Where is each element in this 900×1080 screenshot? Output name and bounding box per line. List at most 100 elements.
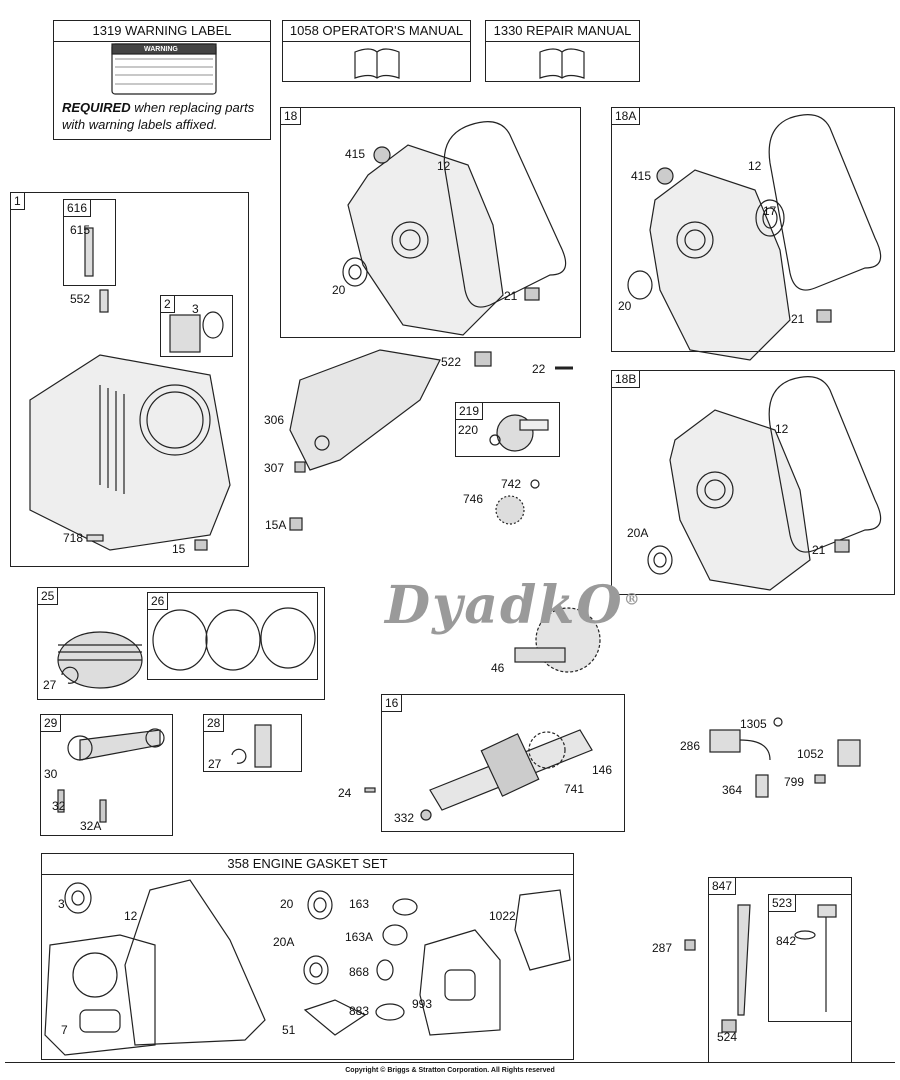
callout: 552 [70, 292, 91, 306]
group-box: 1 [10, 192, 249, 567]
group-label: 2 [161, 296, 175, 313]
callout: 15A [265, 518, 287, 532]
small-parts [289, 351, 601, 673]
callout: 3 [58, 897, 65, 911]
callout: 20 [618, 299, 632, 313]
required-bold: REQUIRED [62, 100, 131, 115]
callout: 746 [463, 492, 484, 506]
kit-title: 1330 REPAIR MANUAL [486, 21, 639, 42]
crankcase-cover-18 [342, 121, 567, 336]
callout: 415 [631, 169, 652, 183]
group-label: 25 [38, 588, 59, 605]
connecting-rod [57, 728, 165, 823]
callout: 27 [43, 678, 57, 692]
callout: 522 [441, 355, 462, 369]
callout: 24 [338, 786, 352, 800]
callout: 21 [504, 289, 518, 303]
callout: 163A [345, 930, 374, 944]
crankcase-cover-18a [627, 114, 882, 361]
callout: 993 [412, 997, 433, 1011]
callout: 12 [748, 159, 762, 173]
gasket-set-kit: 358 ENGINE GASKET SET [41, 853, 574, 1060]
group-box: 18A [611, 107, 895, 352]
group-box: 616 [63, 199, 116, 286]
callout: 7 [61, 1023, 68, 1037]
callout: 12 [775, 422, 789, 436]
callout: 21 [791, 312, 805, 326]
callout: 15 [172, 542, 186, 556]
group-box: 523 [768, 894, 852, 1022]
group-label: 18A [612, 108, 641, 125]
callout: 1305 [740, 717, 767, 731]
callout: 22 [532, 362, 546, 376]
callout: 20 [280, 897, 294, 911]
callout: 307 [264, 461, 285, 475]
callout: 20 [332, 283, 346, 297]
callout: 163 [349, 897, 370, 911]
cylinder-block [29, 227, 231, 551]
group-box: 219 [455, 402, 560, 457]
group-box: 18 [280, 107, 581, 338]
crankcase-cover-18b [647, 376, 882, 591]
crankshaft [364, 729, 593, 821]
callout: 20A [627, 526, 649, 540]
callout: 21 [812, 543, 826, 557]
book-icon [354, 48, 400, 79]
gasket-set-parts [44, 879, 571, 1056]
group-label: 523 [769, 895, 797, 912]
callout: 51 [282, 1023, 296, 1037]
group-box: 2 [160, 295, 233, 357]
breather-cover-306 [289, 349, 441, 471]
group-label: 18B [612, 371, 641, 388]
callout: 12 [437, 159, 451, 173]
callout: 842 [776, 934, 797, 948]
callout: 30 [44, 767, 58, 781]
callout: 32A [80, 819, 102, 833]
group-label: 28 [204, 715, 225, 732]
group-box: 18B [611, 370, 895, 595]
callout: 524 [717, 1030, 738, 1044]
required-note: REQUIRED when replacing parts with warni… [62, 99, 266, 133]
callout: 287 [652, 941, 673, 955]
group-label: 29 [41, 715, 62, 732]
callout: 332 [394, 811, 415, 825]
group-label: 18 [281, 108, 302, 125]
piston [57, 631, 143, 689]
group-box: 25 [37, 587, 325, 700]
callout: 3 [192, 302, 199, 316]
repair-manual-kit: 1330 REPAIR MANUAL [485, 20, 640, 82]
callout: 364 [722, 783, 743, 797]
piston-pin [231, 724, 272, 768]
kit-title: 1058 OPERATOR'S MANUAL [283, 21, 470, 42]
callout: 742 [501, 477, 522, 491]
required-text: when replacing parts with warning labels… [62, 100, 255, 132]
copyright: Copyright © Briggs & Stratton Corporatio… [345, 1067, 555, 1074]
callout: 46 [491, 661, 505, 675]
kit-title: 358 ENGINE GASKET SET [42, 854, 573, 875]
callout: 286 [680, 739, 701, 753]
callout: 220 [458, 423, 479, 437]
group-label: 1 [11, 193, 25, 210]
callout: 868 [349, 965, 370, 979]
dipstick-tube [684, 904, 837, 1033]
group-label: 847 [709, 878, 737, 895]
callout: 883 [349, 1004, 370, 1018]
group-label: 16 [382, 695, 403, 712]
callout: 32 [52, 799, 66, 813]
group-label: 219 [456, 403, 484, 420]
callout: 415 [345, 147, 366, 161]
warning-label-kit: 1319 WARNING LABEL REQUIRED when replaci… [53, 20, 271, 140]
callout: 615 [70, 223, 91, 237]
group-box: 29 [40, 714, 173, 836]
footer-divider [5, 1062, 895, 1063]
callout: 799 [784, 775, 805, 789]
group-label: 26 [148, 593, 169, 610]
operators-manual-kit: 1058 OPERATOR'S MANUAL [282, 20, 471, 82]
group-label: 616 [64, 200, 92, 217]
callout: 146 [592, 763, 613, 777]
callout: 20A [273, 935, 295, 949]
group-box: 16 [381, 694, 625, 832]
label-heading: WARNING [144, 46, 178, 53]
warning-label-image [111, 43, 217, 95]
